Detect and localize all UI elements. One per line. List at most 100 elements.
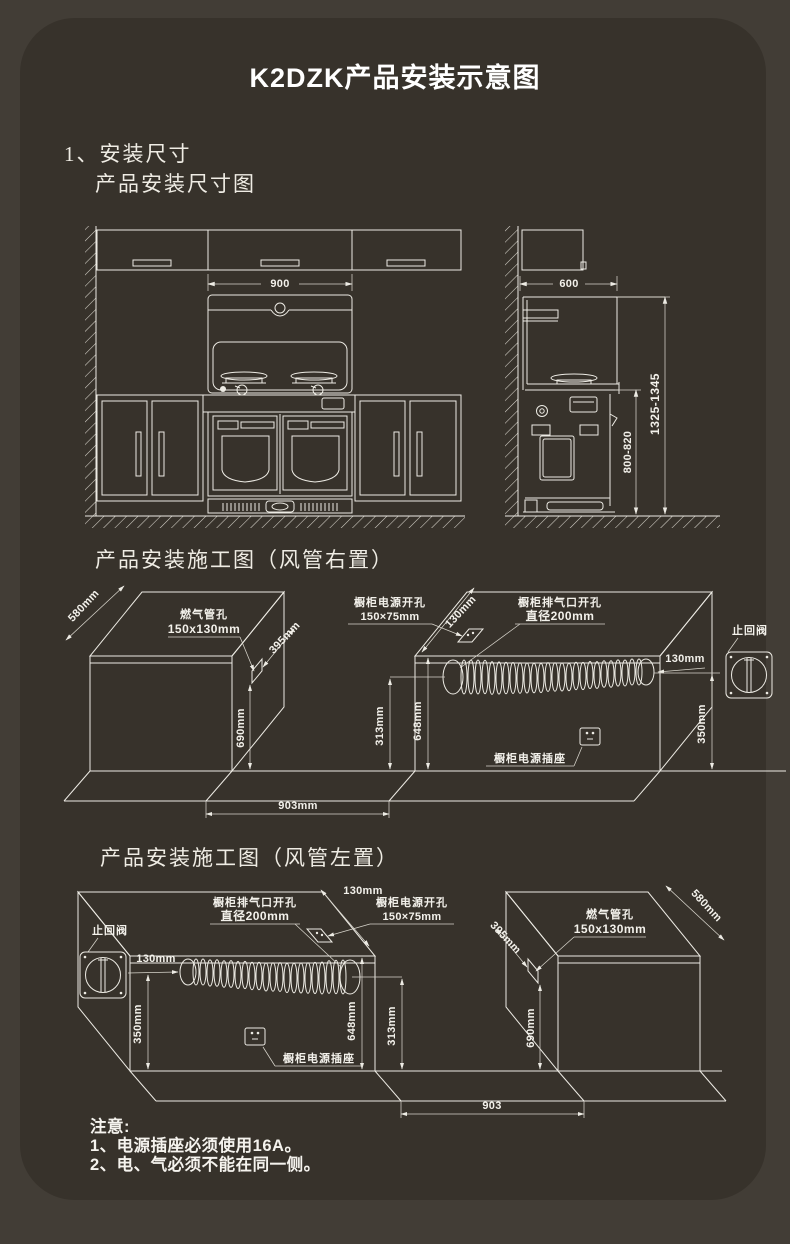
door-handle [416, 431, 423, 477]
check-valve: 止回阀 [725, 623, 773, 699]
gap-width-dim: 903 [400, 1100, 585, 1118]
power-socket-callout: 橱柜电源插座 [244, 1027, 363, 1067]
svg-text:150×75mm: 150×75mm [383, 911, 442, 923]
svg-text:648mm: 648mm [412, 701, 424, 740]
svg-text:903: 903 [482, 1100, 501, 1112]
cabinet-height-dim: 648mm [412, 657, 431, 770]
door-handle [158, 431, 165, 477]
socket-icon [579, 727, 601, 746]
base-cabinet-left [96, 394, 204, 502]
svg-text:止回阀: 止回阀 [92, 923, 128, 937]
svg-text:690mm: 690mm [235, 708, 247, 747]
vent-hole-callout: 橱柜排气口开孔 直径200mm [459, 595, 605, 669]
power-hole-callout: 橱柜电源开孔 150×75mm [327, 895, 454, 937]
section-number: 1、 [64, 142, 100, 166]
page-title: K2DZK产品安装示意图 [249, 63, 541, 93]
hood-glass-panel [212, 341, 348, 391]
door-handle [135, 431, 142, 477]
valve-height-dim: 350mm [654, 672, 720, 770]
svg-text:130mm: 130mm [343, 885, 382, 897]
stove-hood [207, 294, 353, 394]
duct-height-dim: 313mm [374, 676, 445, 770]
gas-cabinet [88, 590, 286, 773]
indicator-dot [220, 386, 226, 392]
section-heading: 1、安装尺寸 [64, 138, 192, 168]
svg-text:橱柜电源开孔: 橱柜电源开孔 [376, 895, 448, 909]
svg-text:橱柜电源插座: 橱柜电源插座 [494, 751, 566, 765]
notes-line-2: 2、电、气必须不能在同一侧。 [90, 1156, 321, 1174]
base-foot [546, 501, 604, 511]
svg-text:903mm: 903mm [278, 800, 317, 812]
vent-hole-callout: 橱柜排气口开孔 直径200mm [210, 895, 343, 969]
svg-text:648mm: 648mm [346, 1001, 358, 1040]
width-dimension: 900 [207, 274, 353, 291]
gas-hole-callout: 燃气管孔 150x130mm [168, 607, 255, 672]
svg-text:150x130mm: 150x130mm [168, 622, 241, 636]
svg-text:130mm: 130mm [136, 953, 175, 965]
door-handle [393, 431, 400, 477]
svg-text:150x130mm: 150x130mm [574, 922, 647, 936]
floor-lines [129, 1070, 727, 1102]
burners [220, 371, 338, 396]
side-total-height-label: 1325-1345 [648, 373, 662, 435]
burner-profile [550, 373, 598, 383]
svg-text:130mm: 130mm [665, 653, 704, 665]
svg-text:橱柜电源插座: 橱柜电源插座 [283, 1051, 355, 1065]
floor-lines [63, 770, 786, 802]
vent-handle [265, 500, 295, 513]
oven-door-right [291, 435, 340, 483]
svg-text:燃气管孔: 燃气管孔 [179, 607, 228, 621]
control-band [202, 394, 356, 413]
svg-text:直径200mm: 直径200mm [221, 908, 290, 923]
front-width-label: 900 [270, 278, 289, 290]
section-title: 安装尺寸 [99, 142, 192, 166]
svg-text:橱柜电源开孔: 橱柜电源开孔 [354, 595, 426, 609]
cabinet-handle [132, 259, 172, 267]
cabinet-handle [386, 259, 426, 267]
cabinet-height-dim: 648mm [346, 957, 365, 1070]
wall-hatch [85, 226, 96, 516]
base-cabinet-right [354, 394, 462, 502]
side-depth-label: 600 [559, 278, 578, 290]
svg-text:止回阀: 止回阀 [732, 623, 768, 637]
control-display [321, 397, 345, 410]
svg-text:350mm: 350mm [696, 704, 708, 743]
cabinet-handle [260, 259, 300, 267]
stove-body [207, 411, 353, 514]
duct-height-dim: 313mm [352, 976, 405, 1070]
total-height-dimension: 1325-1345 [617, 296, 670, 515]
depth-dim-580: 580mm [665, 885, 725, 941]
gas-height-dim: 690mm [525, 984, 543, 1070]
gas-height-dim: 690mm [235, 684, 253, 770]
unit-profile [522, 296, 665, 513]
vent-grille [222, 503, 338, 511]
gas-cabinet [504, 890, 702, 1073]
counter-height-dimension: 800-820 [615, 389, 641, 515]
svg-text:直径200mm: 直径200mm [526, 608, 595, 623]
svg-text:150×75mm: 150×75mm [361, 611, 420, 623]
gap-width-dim: 903mm [205, 800, 390, 818]
iso-drawing-duct-right: 580mm 燃气管孔 150x130mm 395mm 690mm 130mm 橱… [63, 585, 786, 818]
oven-door-left [221, 435, 270, 483]
hood-sensor [274, 302, 286, 314]
power-socket-callout: 橱柜电源插座 [486, 727, 601, 767]
svg-text:橱柜排气口开孔: 橱柜排气口开孔 [518, 595, 602, 609]
gas-hole-callout: 燃气管孔 150x130mm [535, 907, 647, 972]
check-valve: 止回阀 [79, 923, 128, 999]
svg-text:313mm: 313mm [386, 1006, 398, 1045]
side-view-drawing: 600 800-820 1325-1 [505, 226, 720, 528]
side-counter-height-label: 800-820 [622, 431, 634, 473]
power-hole [305, 928, 334, 943]
svg-text:395mm: 395mm [267, 619, 303, 656]
flexible-duct [442, 658, 655, 695]
depth-dimension: 600 [519, 276, 618, 291]
power-hole-callout: 橱柜电源开孔 150×75mm [348, 595, 463, 637]
iso-drawing-duct-left: 止回阀 130mm 350mm [76, 885, 727, 1118]
gas-offset-dim: 395mm [487, 919, 528, 968]
duct-gap-dim: 130mm [127, 953, 179, 975]
side-hook [609, 413, 618, 427]
wall-hatch [505, 226, 518, 516]
svg-text:580mm: 580mm [66, 587, 102, 624]
duct-gap-dim: 130mm [657, 653, 706, 674]
floor-hatch [85, 516, 465, 528]
